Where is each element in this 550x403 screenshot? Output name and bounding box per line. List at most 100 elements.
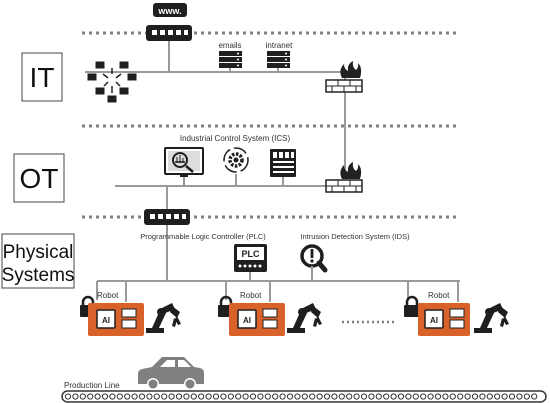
- conveyor-roller: [531, 393, 538, 400]
- conveyor-roller: [168, 393, 175, 400]
- svg-text:AI: AI: [243, 316, 251, 325]
- server-icon: [267, 51, 290, 68]
- conveyor-roller: [212, 393, 220, 400]
- conveyor-roller: [449, 393, 456, 400]
- layer-label-ot: OT: [13, 153, 65, 203]
- conveyor-roller: [227, 393, 234, 400]
- conveyor-rollers: [64, 393, 538, 400]
- svg-text:AI: AI: [102, 316, 110, 325]
- svg-text:PLC: PLC: [242, 249, 261, 259]
- conveyor-belt-icon: [61, 390, 547, 403]
- ics-server-icon: [270, 149, 296, 177]
- car-icon: [138, 357, 204, 390]
- svg-text:Systems: Systems: [2, 265, 75, 286]
- conveyor-roller: [116, 393, 123, 400]
- conveyor-roller: [279, 393, 286, 400]
- intranet-server: intranet: [266, 41, 293, 68]
- conveyor-roller: [153, 393, 160, 400]
- conveyor-roller: [397, 393, 405, 400]
- ai-chip-board-icon: AI: [418, 303, 470, 336]
- conveyor-roller: [405, 393, 412, 400]
- conveyor-roller: [101, 393, 109, 400]
- conveyor-roller: [72, 393, 79, 400]
- conveyor-roller: [508, 393, 516, 400]
- plc-display-icon: PLC: [234, 244, 267, 272]
- conveyor-roller: [249, 393, 257, 400]
- conveyor-roller: [331, 393, 338, 400]
- server-icon: [219, 51, 242, 68]
- conveyor-roller: [316, 393, 323, 400]
- conveyor-roller: [294, 393, 301, 400]
- conveyor-roller: [87, 393, 94, 400]
- ics-workstation-icon: [164, 147, 204, 177]
- conveyor-roller: [301, 393, 308, 400]
- conveyor-roller: [286, 393, 294, 400]
- conveyor-roller: [412, 393, 419, 400]
- svg-text:AI: AI: [430, 316, 438, 325]
- robot-arm-icon: [146, 303, 181, 333]
- conveyor-roller: [375, 393, 382, 400]
- conveyor-roller: [383, 393, 390, 400]
- conveyor-roller: [464, 393, 471, 400]
- robot-cell-3: Robot AI: [404, 291, 509, 336]
- conveyor-roller: [79, 393, 86, 400]
- plc-label: Programmable Logic Controller (PLC): [140, 232, 266, 241]
- conveyor-roller: [131, 393, 138, 400]
- ics-label: Industrial Control System (ICS): [180, 134, 291, 143]
- conveyor-roller: [434, 393, 442, 400]
- conveyor-roller: [427, 393, 434, 400]
- conveyor-roller: [420, 393, 427, 400]
- robot-cell-1: Robot AI: [80, 291, 181, 336]
- conveyor-roller: [109, 393, 116, 400]
- plc-network-hub-icon: [144, 209, 190, 225]
- conveyor-roller: [242, 393, 249, 400]
- emails-server: emails: [218, 41, 242, 68]
- conveyor-roller: [205, 393, 212, 400]
- svg-text:Robot: Robot: [97, 291, 119, 300]
- conveyor-roller: [501, 393, 508, 400]
- conveyor-roller: [368, 393, 375, 400]
- conveyor-roller: [175, 393, 183, 400]
- layer-label-physical-systems: Physical Systems: [1, 233, 75, 289]
- svg-text:Physical: Physical: [3, 242, 74, 263]
- lock-icon: [404, 295, 420, 317]
- robot-cell-2: Robot AI: [218, 291, 322, 336]
- gear-cycle-icon: [223, 147, 249, 173]
- layer-label-it: IT: [21, 52, 63, 102]
- it-workstations-cluster-icon: [87, 61, 137, 103]
- conveyor-roller: [479, 393, 486, 400]
- ids-magnifier-alert-icon: [300, 244, 328, 273]
- conveyor-roller: [323, 393, 331, 400]
- conveyor-roller: [390, 393, 397, 400]
- conveyor-roller: [309, 393, 316, 400]
- conveyor-roller: [338, 393, 345, 400]
- conveyor-roller: [346, 393, 353, 400]
- it-firewall-icon: [325, 61, 363, 93]
- conveyor-roller: [220, 393, 227, 400]
- conveyor-roller: [190, 393, 197, 400]
- conveyor-roller: [353, 393, 360, 400]
- conveyor-roller: [494, 393, 501, 400]
- svg-text:OT: OT: [20, 163, 59, 194]
- ai-chip-board-icon: AI: [229, 303, 285, 336]
- ids-label: Intrusion Detection System (IDS): [300, 232, 410, 241]
- conveyor-roller: [264, 393, 271, 400]
- conveyor-roller: [457, 393, 464, 400]
- conveyor-roller: [516, 393, 523, 400]
- conveyor-roller: [198, 393, 205, 400]
- svg-text:emails: emails: [218, 41, 241, 50]
- svg-text:IT: IT: [30, 62, 55, 93]
- conveyor-roller: [183, 393, 190, 400]
- conveyor-roller: [471, 393, 479, 400]
- conveyor-roller: [523, 393, 530, 400]
- conveyor-roller: [360, 393, 368, 400]
- robot-arm-icon: [287, 303, 322, 333]
- conveyor-roller: [442, 393, 449, 400]
- conveyor-roller: [138, 393, 146, 400]
- conveyor-roller: [272, 393, 279, 400]
- conveyor-roller: [94, 393, 101, 400]
- svg-text:Robot: Robot: [428, 291, 450, 300]
- ai-chip-board-icon: AI: [88, 303, 144, 336]
- svg-text:intranet: intranet: [266, 41, 293, 50]
